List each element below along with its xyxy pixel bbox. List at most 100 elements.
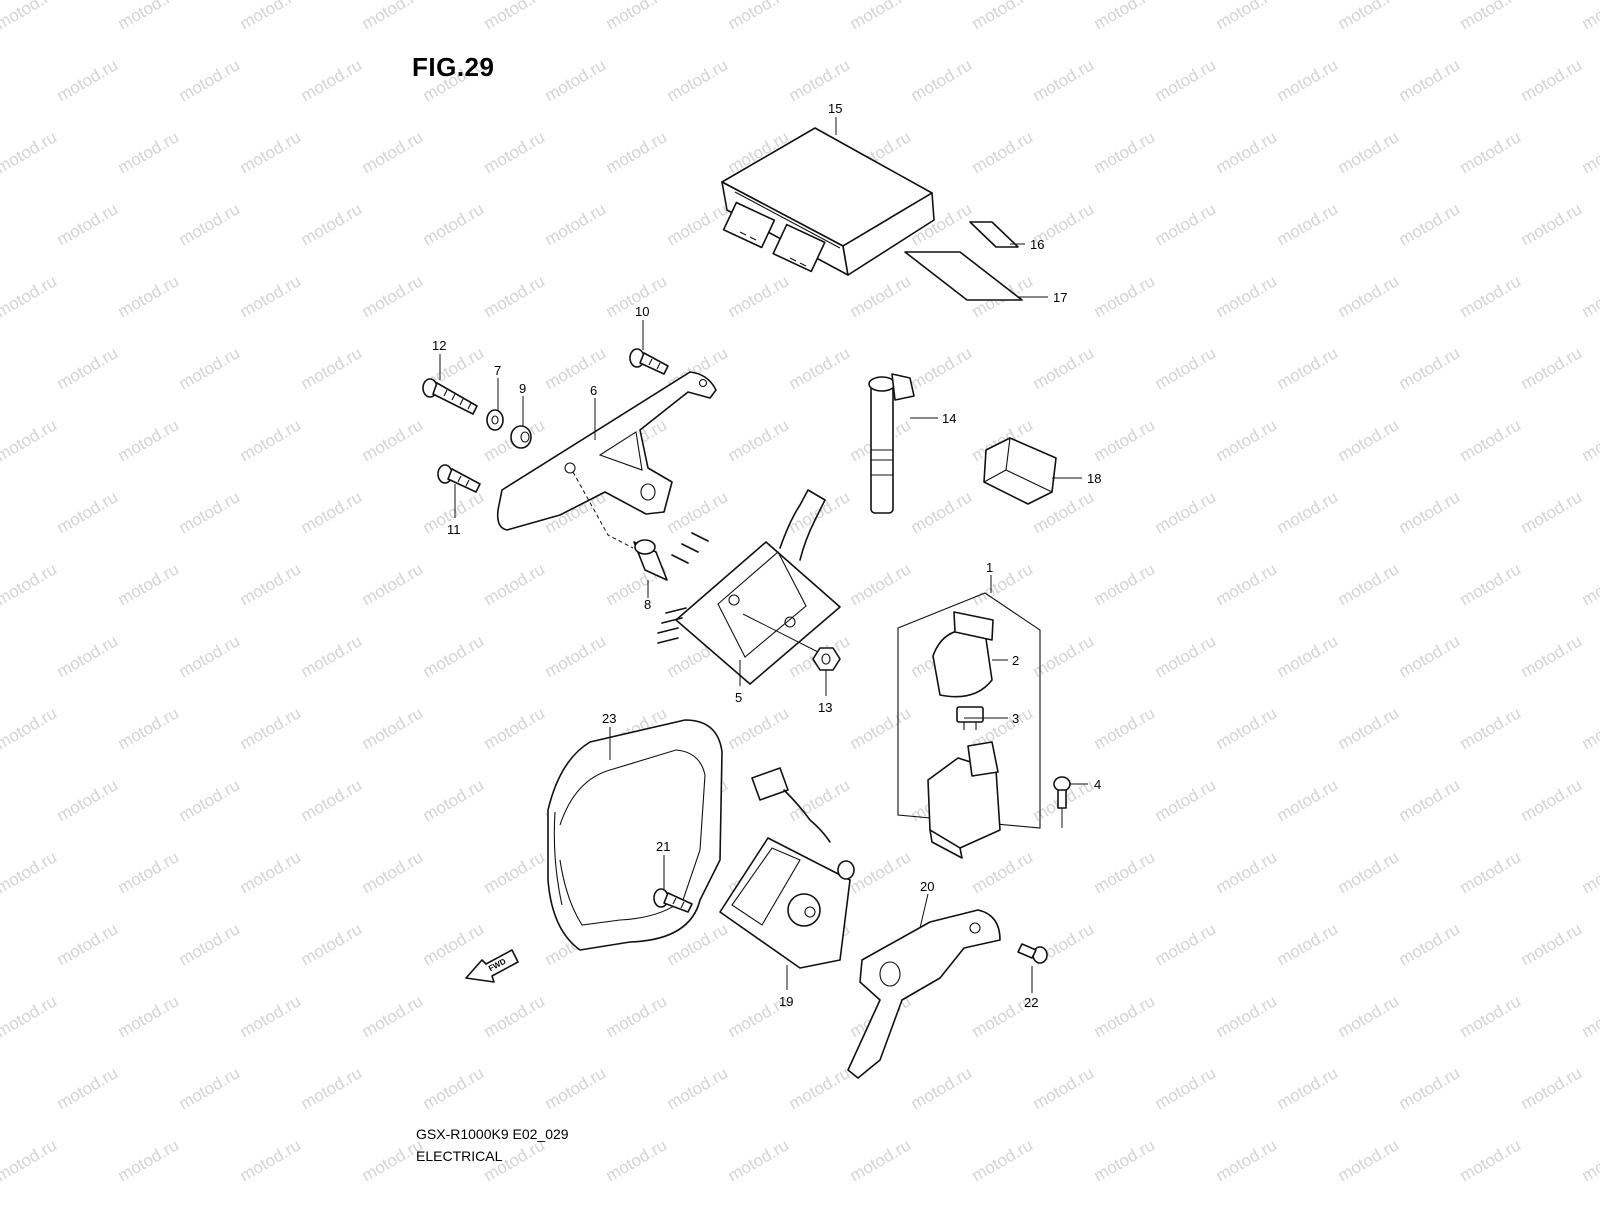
- watermark-text: motod.ru: [1457, 415, 1525, 465]
- watermark-text: motod.ru: [359, 415, 427, 465]
- watermark-text: motod.ru: [1457, 559, 1525, 609]
- watermark-text: motod.ru: [1457, 1135, 1525, 1185]
- callout-8: 8: [644, 597, 651, 612]
- watermark-text: motod.ru: [1396, 199, 1464, 249]
- callout-16: 16: [1030, 237, 1044, 252]
- bolt-icon: [630, 349, 668, 374]
- watermark-text: motod.ru: [847, 271, 915, 321]
- watermark-text: motod.ru: [1152, 775, 1220, 825]
- watermark-text: motod.ru: [847, 0, 915, 33]
- watermark-text: motod.ru: [664, 199, 732, 249]
- watermark-text: motod.ru: [1091, 271, 1159, 321]
- watermark-text: motod.ru: [0, 847, 60, 897]
- bolt-icon: [423, 379, 477, 414]
- watermark-text: motod.ru: [420, 1063, 488, 1113]
- watermark-text: motod.ru: [1396, 919, 1464, 969]
- watermark-text: motod.ru: [1335, 127, 1403, 177]
- watermark-text: motod.ru: [1518, 487, 1586, 537]
- watermark-text: motod.ru: [1335, 991, 1403, 1041]
- watermark-text: motod.ru: [725, 271, 793, 321]
- watermark-text: motod.ru: [237, 271, 305, 321]
- watermark-text: motod.ru: [786, 775, 854, 825]
- watermark-text: motod.ru: [1152, 199, 1220, 249]
- cushion-icon: [511, 426, 531, 448]
- watermark-text: motod.ru: [1579, 415, 1600, 465]
- watermark-text: motod.ru: [1152, 1063, 1220, 1113]
- watermark-text: motod.ru: [1213, 0, 1281, 33]
- pad-icon: [905, 252, 1022, 300]
- watermark-text: motod.ru: [1457, 847, 1525, 897]
- watermark-text: motod.ru: [1091, 703, 1159, 753]
- watermark-text: motod.ru: [481, 271, 549, 321]
- callout-18: 18: [1087, 471, 1101, 486]
- watermark-text: motod.ru: [1396, 631, 1464, 681]
- watermark-text: motod.ru: [1152, 487, 1220, 537]
- fwd-arrow-icon: FWD: [466, 950, 518, 982]
- watermark-text: motod.ru: [1274, 199, 1342, 249]
- watermark-text: motod.ru: [908, 55, 976, 105]
- watermark-text: motod.ru: [176, 55, 244, 105]
- watermark-text: motod.ru: [1213, 847, 1281, 897]
- callout-6: 6: [590, 383, 597, 398]
- watermark-text: motod.ru: [1213, 127, 1281, 177]
- watermark-text: motod.ru: [298, 199, 366, 249]
- watermark-text: motod.ru: [298, 487, 366, 537]
- figure-title: FIG.29: [412, 52, 494, 83]
- watermark-text: motod.ru: [664, 1063, 732, 1113]
- watermark-text: motod.ru: [359, 0, 427, 33]
- watermark-text: motod.ru: [542, 55, 610, 105]
- watermark-text: motod.ru: [969, 847, 1037, 897]
- watermark-text: motod.ru: [664, 55, 732, 105]
- watermark-text: motod.ru: [725, 1135, 793, 1185]
- watermark-text: motod.ru: [1274, 55, 1342, 105]
- category-label: ELECTRICAL: [416, 1148, 502, 1164]
- watermark-text: motod.ru: [1274, 631, 1342, 681]
- bolt-icon: [438, 465, 480, 492]
- watermark-text: motod.ru: [1335, 703, 1403, 753]
- watermark-text: motod.ru: [542, 1063, 610, 1113]
- watermark-text: motod.ru: [1274, 487, 1342, 537]
- watermark-text: motod.ru: [1335, 415, 1403, 465]
- watermark-text: motod.ru: [1396, 55, 1464, 105]
- watermark-text: motod.ru: [1335, 559, 1403, 609]
- watermark-text: motod.ru: [420, 775, 488, 825]
- watermark-text: motod.ru: [664, 487, 732, 537]
- callout-5: 5: [735, 690, 742, 705]
- watermark-text: motod.ru: [0, 703, 60, 753]
- watermark-text: motod.ru: [237, 703, 305, 753]
- watermark-text: motod.ru: [237, 0, 305, 33]
- watermark-text: motod.ru: [54, 775, 122, 825]
- watermark-text: motod.ru: [359, 559, 427, 609]
- watermark-text: motod.ru: [908, 1063, 976, 1113]
- callout-7: 7: [494, 363, 501, 378]
- watermark-text: motod.ru: [359, 847, 427, 897]
- watermark-text: motod.ru: [176, 487, 244, 537]
- watermark-text: motod.ru: [237, 1135, 305, 1185]
- watermark-text: motod.ru: [542, 631, 610, 681]
- watermark-text: motod.ru: [1091, 1135, 1159, 1185]
- watermark-text: motod.ru: [481, 703, 549, 753]
- watermark-text: motod.ru: [908, 487, 976, 537]
- watermark-text: motod.ru: [969, 559, 1037, 609]
- watermark-text: motod.ru: [847, 559, 915, 609]
- watermark-text: motod.ru: [359, 703, 427, 753]
- callout-17: 17: [1053, 290, 1067, 305]
- watermark-text: motod.ru: [1518, 631, 1586, 681]
- watermark-text: motod.ru: [1579, 703, 1600, 753]
- watermark-text: motod.ru: [1457, 991, 1525, 1041]
- watermark-text: motod.ru: [0, 1135, 60, 1185]
- watermark-text: motod.ru: [1335, 1135, 1403, 1185]
- watermark-text: motod.ru: [1579, 1135, 1600, 1185]
- watermark-text: motod.ru: [1579, 991, 1600, 1041]
- model-code: GSX-R1000K9 E02_029: [416, 1126, 569, 1142]
- watermark-text: motod.ru: [908, 343, 976, 393]
- watermark-text: motod.ru: [115, 1135, 183, 1185]
- watermark-text: motod.ru: [603, 127, 671, 177]
- watermark-text: motod.ru: [1457, 0, 1525, 33]
- watermark-text: motod.ru: [0, 415, 60, 465]
- bracket-icon: [848, 910, 1000, 1078]
- watermark-text: motod.ru: [603, 991, 671, 1041]
- watermark-text: motod.ru: [1518, 1063, 1586, 1113]
- watermark-text: motod.ru: [1518, 55, 1586, 105]
